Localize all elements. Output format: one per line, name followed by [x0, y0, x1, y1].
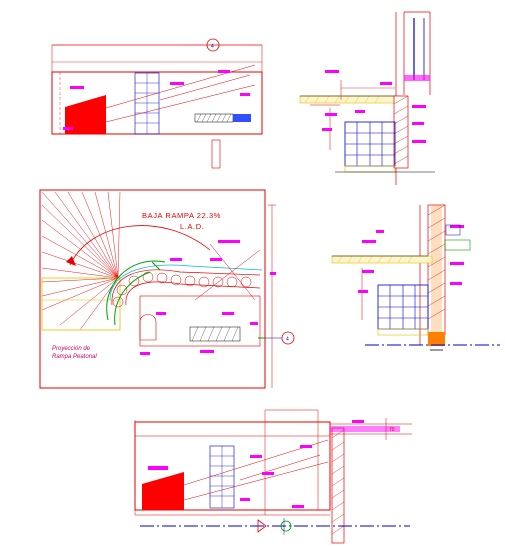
- elevation-bottom: 70: [134, 409, 412, 544]
- ramp-plan: 4 BAJA RAMPA 22.3% L.A.D. Proyección de …: [39, 189, 295, 389]
- section-marker-plan: [281, 331, 295, 345]
- section-marker-top-label: 4: [211, 44, 214, 50]
- dimension-label: 70: [389, 427, 395, 433]
- projection-label-line1: Proyección de: [52, 346, 91, 352]
- section-marker-top: [206, 38, 220, 52]
- ramp-sub-label: L.A.D.: [180, 222, 204, 231]
- section-top-right: [299, 11, 435, 185]
- section-middle-right: [331, 204, 500, 351]
- projection-label-line2: Rampa Peatonal: [52, 354, 97, 360]
- section-marker-plan-label: 4: [286, 337, 289, 343]
- red-solid-block-bottom: [142, 472, 184, 510]
- ramp-slope-label: BAJA RAMPA 22.3%: [142, 211, 221, 220]
- red-solid-block: [65, 95, 106, 134]
- elevation-top-left: 4: [51, 38, 263, 169]
